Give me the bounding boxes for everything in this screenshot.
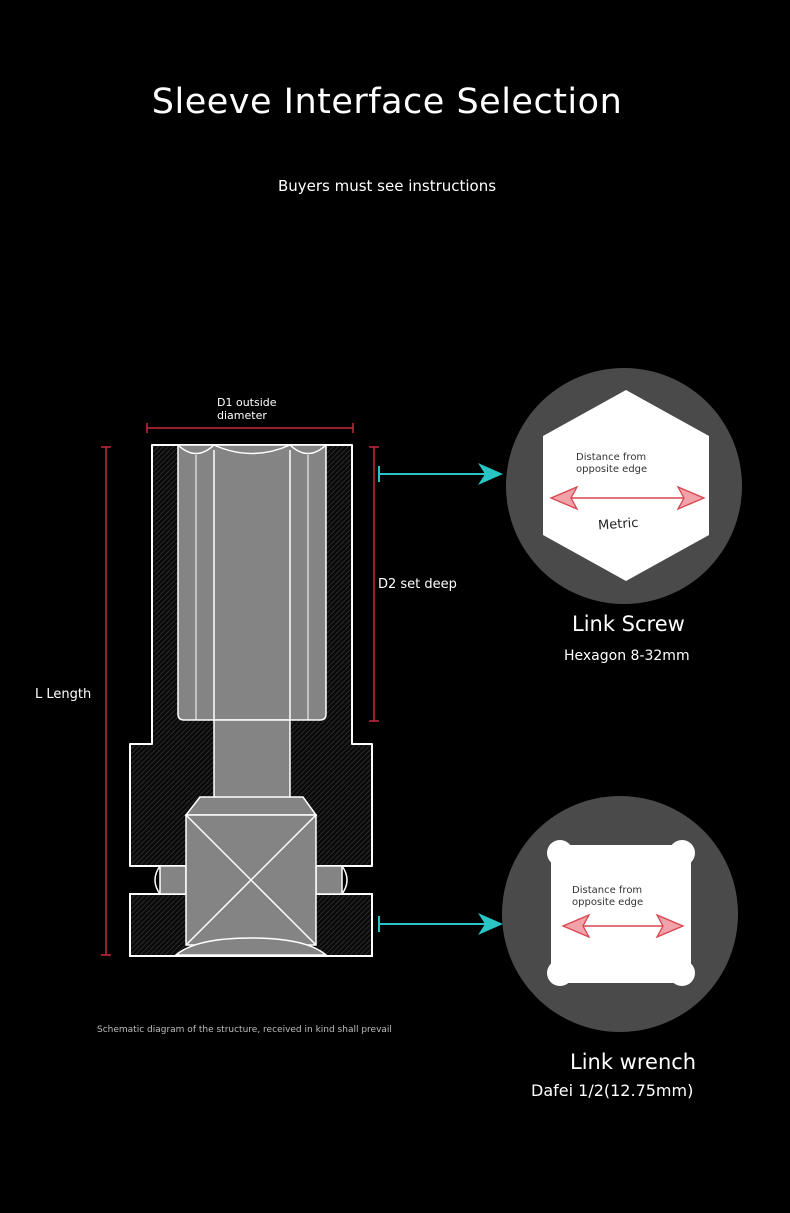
- length-label: L Length: [35, 687, 91, 702]
- screw-inner-line2: opposite edge: [576, 464, 647, 475]
- metric-label: Metric: [598, 516, 639, 534]
- link-screw-spec: Hexagon 8-32mm: [564, 648, 690, 664]
- page-subtitle: Buyers must see instructions: [277, 177, 497, 195]
- hexagon-shape: [543, 390, 709, 581]
- socket-bore: [177, 444, 327, 799]
- square-shape: [547, 840, 695, 986]
- link-screw-graphic: [506, 368, 742, 604]
- d2-label: D2 set deep: [378, 577, 457, 592]
- dimension-d1: [146, 423, 354, 433]
- diagram-caption: Schematic diagram of the structure, rece…: [97, 1025, 392, 1035]
- d1-label-line2: diameter: [217, 409, 267, 422]
- wrench-inner-line1: Distance from: [572, 885, 642, 896]
- link-wrench-graphic: [502, 796, 738, 1032]
- double-arrow-icon: [561, 913, 685, 939]
- link-wrench-spec: Dafei 1/2(12.75mm): [531, 1081, 694, 1100]
- square-drive: [173, 796, 329, 956]
- dimension-length: [101, 446, 111, 956]
- pointer-arrow-top: [378, 463, 503, 485]
- screw-inner-line1: Distance from: [576, 452, 646, 463]
- wrench-inner-line2: opposite edge: [572, 897, 643, 908]
- d1-label-line1: D1 outside: [217, 396, 277, 409]
- page-title: Sleeve Interface Selection: [151, 82, 623, 122]
- link-wrench-title: Link wrench: [570, 1050, 697, 1074]
- link-screw-title: Link Screw: [572, 612, 685, 636]
- double-arrow-icon: [549, 485, 706, 511]
- pointer-arrow-bottom: [378, 913, 503, 935]
- dimension-d2: [369, 446, 379, 722]
